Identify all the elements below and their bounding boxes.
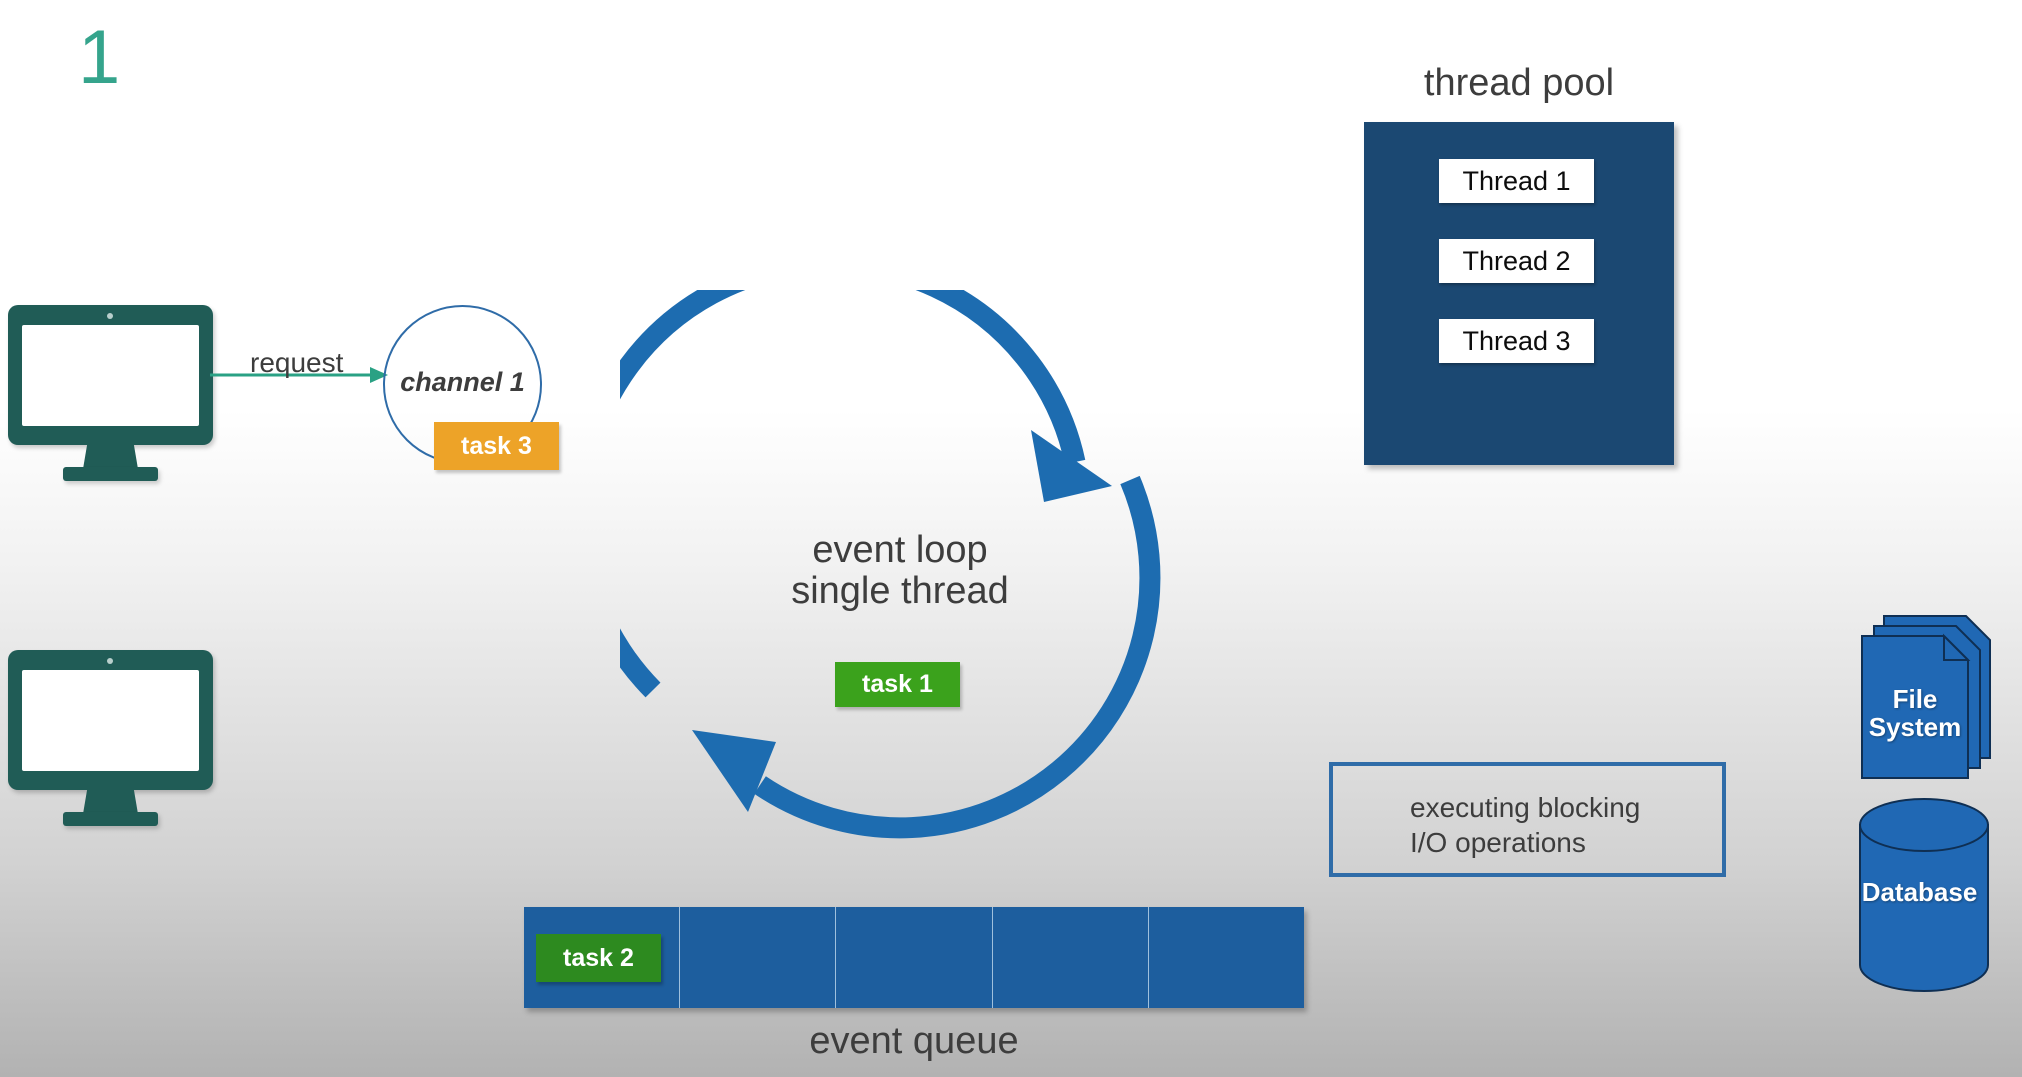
monitor-screen bbox=[22, 325, 199, 426]
blocking-io-text: executing blocking I/O operations bbox=[1350, 790, 1710, 860]
monitor-base bbox=[63, 467, 158, 481]
request-label: request bbox=[250, 347, 344, 378]
thread-chip-2[interactable]: Thread 2 bbox=[1439, 239, 1594, 283]
monitor-neck bbox=[83, 443, 138, 469]
monitor-screen bbox=[22, 670, 199, 771]
blocking-io-line-1: executing blocking bbox=[1410, 792, 1641, 823]
monitor-neck bbox=[83, 788, 138, 814]
task-2-chip[interactable]: task 2 bbox=[536, 934, 661, 982]
database-icon bbox=[1854, 795, 1999, 995]
event-queue-box: task 2 bbox=[524, 907, 1304, 1008]
event-queue-cell[interactable] bbox=[836, 907, 993, 1008]
monitor-body bbox=[8, 305, 213, 445]
task-1-chip[interactable]: task 1 bbox=[835, 662, 960, 707]
event-queue-label: event queue bbox=[809, 1020, 1019, 1062]
event-loop-ring-icon bbox=[620, 290, 1161, 839]
file-system-icon bbox=[1854, 612, 1999, 790]
thread-chip-3[interactable]: Thread 3 bbox=[1439, 319, 1594, 363]
blocking-io-box: executing blocking I/O operations bbox=[1329, 762, 1726, 877]
event-loop-title-line-2: single thread bbox=[791, 569, 1009, 612]
client-monitor-1-icon bbox=[8, 305, 213, 481]
event-queue-cell[interactable] bbox=[993, 907, 1149, 1008]
slide-number: 1 bbox=[78, 15, 121, 100]
thread-pool-box: Thread 1 Thread 2 Thread 3 bbox=[1364, 122, 1674, 465]
channel-label: channel 1 bbox=[400, 367, 525, 397]
thread-pool-title: thread pool bbox=[1423, 62, 1615, 104]
event-queue-cell[interactable]: task 2 bbox=[524, 907, 681, 1008]
event-loop-title: event loop single thread bbox=[700, 530, 1100, 611]
task-3-chip[interactable]: task 3 bbox=[434, 422, 559, 470]
monitor-base bbox=[63, 812, 158, 826]
monitor-camera-icon bbox=[107, 313, 113, 319]
thread-chip-1[interactable]: Thread 1 bbox=[1439, 159, 1594, 203]
event-queue-cell[interactable] bbox=[680, 907, 837, 1008]
blocking-io-line-2: I/O operations bbox=[1410, 827, 1586, 858]
monitor-body bbox=[8, 650, 213, 790]
event-loop-title-line-1: event loop bbox=[812, 529, 988, 571]
monitor-camera-icon bbox=[107, 658, 113, 664]
request-arrow-icon bbox=[210, 367, 388, 383]
event-queue-cell[interactable] bbox=[1149, 907, 1304, 1008]
client-monitor-2-icon bbox=[8, 650, 213, 826]
